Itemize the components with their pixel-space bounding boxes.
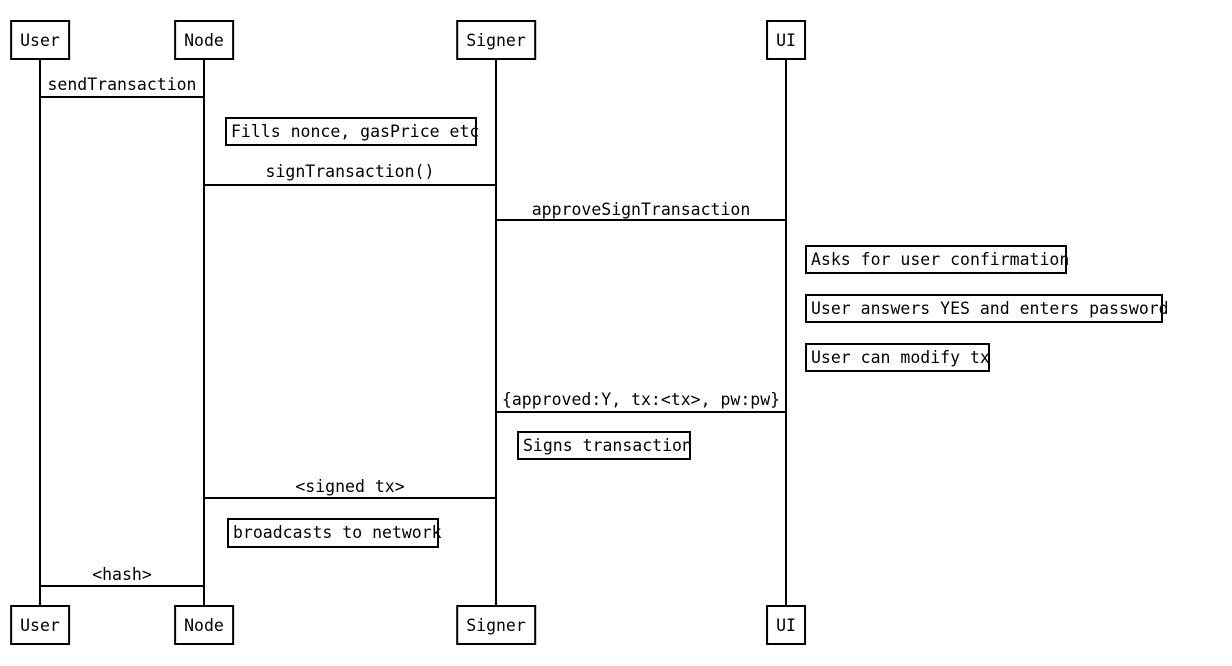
note-signs-transaction: Signs transaction (517, 431, 692, 460)
message-label-send-transaction: sendTransaction (47, 75, 197, 94)
actor-box-signer-bottom: Signer (456, 605, 536, 645)
actor-box-ui-top: UI (766, 20, 806, 60)
actor-box-user-top: User (10, 20, 70, 60)
lifeline-ui (785, 59, 787, 606)
actor-box-user-bottom: User (10, 605, 70, 645)
note-user-answers-yes-password: User answers YES and enters password (805, 294, 1169, 323)
message-line-send-transaction (39, 96, 205, 98)
message-line-hash (39, 585, 205, 587)
actor-box-ui-bottom: UI (766, 605, 806, 645)
lifeline-node (203, 59, 205, 606)
message-label-signed-tx: <signed tx> (295, 477, 405, 496)
actor-box-node-top: Node (174, 20, 234, 60)
message-line-signed-tx (203, 497, 497, 499)
message-line-approve-sign-transaction (495, 219, 787, 221)
message-label-approved-response: {approved:Y, tx:<tx>, pw:pw} (501, 390, 781, 409)
actor-box-signer-top: Signer (456, 20, 536, 60)
note-asks-user-confirmation: Asks for user confirmation (805, 245, 1069, 274)
message-label-hash: <hash> (92, 565, 152, 584)
note-fills-nonce-gasprice: Fills nonce, gasPrice etc (225, 117, 479, 146)
lifeline-user (39, 59, 41, 606)
actor-box-node-bottom: Node (174, 605, 234, 645)
message-label-sign-transaction: signTransaction() (265, 162, 435, 181)
note-user-can-modify-tx: User can modify tx (805, 343, 990, 372)
message-line-approved-response (495, 411, 787, 413)
lifeline-signer (495, 59, 497, 606)
message-line-sign-transaction (203, 184, 497, 186)
note-broadcasts-to-network: broadcasts to network (227, 518, 442, 548)
message-label-approve-sign-transaction: approveSignTransaction (531, 200, 751, 219)
